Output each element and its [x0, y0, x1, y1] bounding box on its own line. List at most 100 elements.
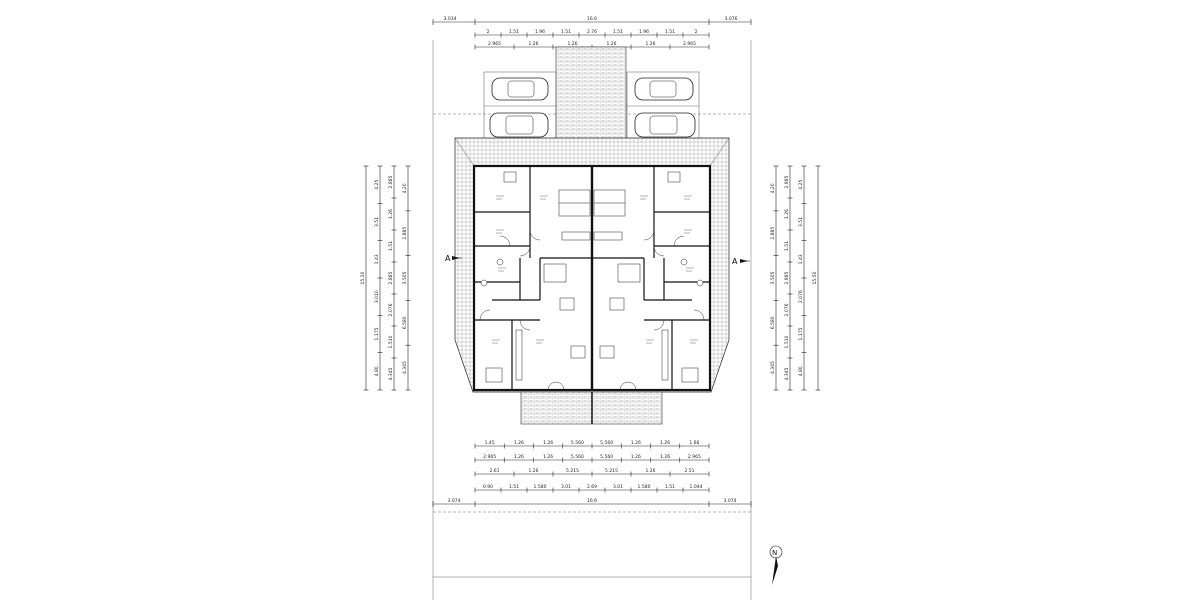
bottom-dim-row1-label: 1.45: [485, 440, 495, 446]
section-mark-left: A: [445, 254, 451, 263]
left-dim-col1-label: 4.25: [374, 180, 380, 190]
left-dim-col2-label: 1.51: [388, 241, 394, 251]
bottom-dim-row3-label: 5.215: [566, 468, 579, 474]
left-dim-col3-label: 4.20: [402, 183, 408, 193]
left-dimension-chains: 15.204.253.511.433.0101.1754.802.8851.26…: [360, 165, 411, 391]
left-dim-col2-label: 2.885: [388, 271, 394, 284]
bottom-dim-row3-label: 5.215: [605, 468, 618, 474]
top-dim-row2-label: 1.51: [613, 29, 623, 35]
left-dim-col2-label: 1.26: [388, 209, 394, 219]
top-dim-row3-label: 2.965: [488, 41, 501, 47]
bottom-dim-row2-label: 1.26: [543, 454, 553, 460]
left-dim-col1-label: 3.010: [374, 290, 380, 303]
left-dim-col2-label: 2.076: [388, 303, 394, 316]
right-dimension-chains: 4.202.8853.5056.5804.3452.8851.261.512.8…: [770, 165, 821, 391]
bottom-dim-row1-label: 1.26: [660, 440, 670, 446]
right-dim-col1-label: 3.51: [798, 217, 804, 227]
top-dim-row2-label: 2.76: [587, 29, 597, 35]
bottom-dim-row4-label: 0.90: [483, 484, 493, 490]
bottom-dim-row5-label: 3.074: [724, 498, 737, 504]
room-annotations: [492, 195, 698, 344]
bottom-dim-row2-label: 1.26: [631, 454, 641, 460]
bottom-dim-row1-label: 1.66: [689, 440, 699, 446]
section-markers: A A: [445, 254, 750, 266]
right-dim-col2-label: 1.26: [784, 209, 790, 219]
top-dim-row3-label: 2.965: [683, 41, 696, 47]
bottom-dim-row1-label: 5.560: [571, 440, 584, 446]
bottom-dim-row3-label: 2.61: [489, 468, 499, 474]
left-dim-col2-label: 2.885: [388, 175, 394, 188]
left-dim-col2-label: 1.510: [388, 335, 394, 348]
bottom-dim-row5-label: 3.074: [448, 498, 461, 504]
bottom-dim-row2-label: 2.965: [483, 454, 496, 460]
bottom-dim-row4-label: 1.044: [690, 484, 703, 490]
top-dim-row2-label: 1.96: [535, 29, 545, 35]
top-dim-row2-label: 1.51: [665, 29, 675, 35]
left-dim-col3-label: 2.885: [402, 227, 408, 240]
right-dim-col1-label: 1.175: [798, 327, 804, 340]
bottom-dim-row3-label: 2.51: [684, 468, 694, 474]
car-icon: [634, 77, 694, 101]
door-swings: [479, 229, 705, 391]
bottom-dim-row2-label: 5.560: [600, 454, 613, 460]
left-dim-col2-label: 4.345: [388, 367, 394, 380]
right-dim-col3-label: 6.580: [770, 316, 776, 329]
right-dim-col1-label: 4.80: [798, 366, 804, 376]
bottom-dim-row2-label: 1.26: [660, 454, 670, 460]
right-dim-col3-label: 4.345: [770, 361, 776, 374]
top-dim-1-left: 3.034: [444, 16, 457, 22]
left-dim-col3-label: 6.580: [402, 316, 408, 329]
top-dim-1-mid: 16.6: [587, 16, 597, 22]
right-dim-col1-label: 4.25: [798, 180, 804, 190]
bottom-dimension-chains: 1.45 1.26 1.26 5.560 5.560 1.26 1.26 1.66 2.965 1…: [432, 440, 752, 507]
north-arrow: N: [769, 545, 783, 585]
top-dim-row2-label: 1.51: [509, 29, 519, 35]
right-dim-col2-label: 1.51: [784, 241, 790, 251]
top-dim-row2-label: 1.96: [639, 29, 649, 35]
building-walls: [472, 164, 712, 392]
top-dim-1-right: 3.076: [725, 16, 738, 22]
top-dim-row3-label: 1.26: [645, 41, 655, 47]
left-dim-col3-label: 3.505: [402, 271, 408, 284]
top-dim-row2-label: 2: [695, 29, 698, 35]
bottom-dim-row2-label: 5.560: [571, 454, 584, 460]
bottom-dim-row2-label: 1.26: [514, 454, 524, 460]
right-dim-col2-label: 1.510: [784, 335, 790, 348]
right-dim-col3-label: 2.885: [770, 227, 776, 240]
bottom-dim-row5-label: 16.6: [587, 498, 597, 504]
right-dim-col3-label: 4.20: [770, 183, 776, 193]
car-icon: [634, 112, 696, 138]
bottom-dim-row4-label: 2.69: [587, 484, 597, 490]
bottom-dim-row4-label: 3.01: [561, 484, 571, 490]
bottom-dim-row1-label: 1.26: [631, 440, 641, 446]
left-dim-col1-label: 3.51: [374, 217, 380, 227]
bottom-dim-row1-label: 5.560: [600, 440, 613, 446]
left-dim-col1-label: 1.43: [374, 254, 380, 264]
car-icon: [491, 77, 549, 101]
bottom-dim-row3-label: 1.26: [645, 468, 655, 474]
parking-area: [483, 46, 700, 141]
north-label: N: [772, 549, 777, 557]
terrace-area: [520, 391, 663, 425]
left-dim-col1-label: 4.80: [374, 366, 380, 376]
bottom-dim-row3-label: 1.26: [528, 468, 538, 474]
right-dim-col1-label: 1.43: [798, 254, 804, 264]
bottom-dim-row4-label: 1.51: [665, 484, 675, 490]
left-dim-col3-label: 4.345: [402, 361, 408, 374]
top-dim-row2-label: 1.51: [561, 29, 571, 35]
right-dim-col2-label: 2.885: [784, 175, 790, 188]
left-dim-col1-label: 1.175: [374, 327, 380, 340]
bottom-dim-row4-label: 1.580: [638, 484, 651, 490]
right-dim-col2-label: 2.076: [784, 303, 790, 316]
bottom-dim-row1-label: 1.26: [543, 440, 553, 446]
top-dimension-chains: 3.034 16.6 3.076 2 1.51 1.96 1.51 2.76 1.51 1.…: [432, 16, 752, 50]
bottom-dim-row2-label: 2.965: [688, 454, 701, 460]
right-dim-col1-label: 2.076: [798, 290, 804, 303]
right-dim-outer-label: 15.50: [812, 271, 818, 284]
top-dim-row3-label: 1.26: [606, 41, 616, 47]
car-icon: [489, 112, 549, 138]
top-dim-row3-label: 1.26: [567, 41, 577, 47]
